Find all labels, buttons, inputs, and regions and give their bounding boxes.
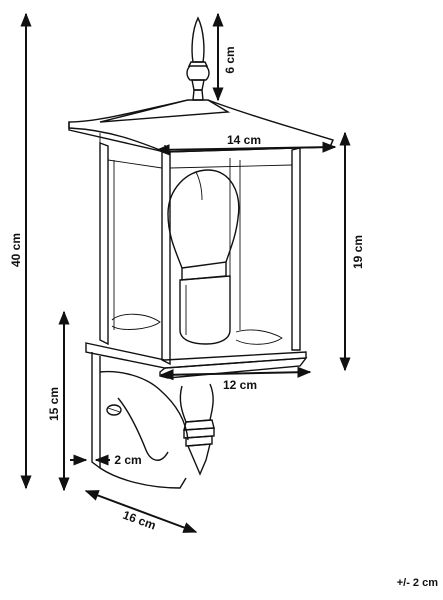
dimension-labels: 40 cm 6 cm 14 cm 19 cm 12 cm 15 cm 2 cm … [9,46,438,589]
finial [186,16,210,101]
glass-frame [99,141,301,366]
tolerance-note: +/- 2 cm [397,577,438,589]
wall-bracket [91,352,189,489]
finial-height-label: 6 cm [223,46,237,73]
roof-width-line [155,141,337,156]
lantern-height-label: 19 cm [351,235,365,269]
base-width-line [159,366,312,381]
total-height-label: 40 cm [9,233,23,267]
bottom-finial [179,383,215,476]
base-width-label: 12 cm [223,378,257,392]
inner-base [111,313,283,345]
dimension-lines [20,12,351,533]
wall-lantern-illustration [68,16,334,489]
light-bulb [167,169,240,345]
wall-offset-label: 2 cm [114,453,141,467]
bracket-height-label: 15 cm [47,387,61,421]
roof-width-label: 14 cm [227,133,261,147]
depth-line [84,490,198,533]
